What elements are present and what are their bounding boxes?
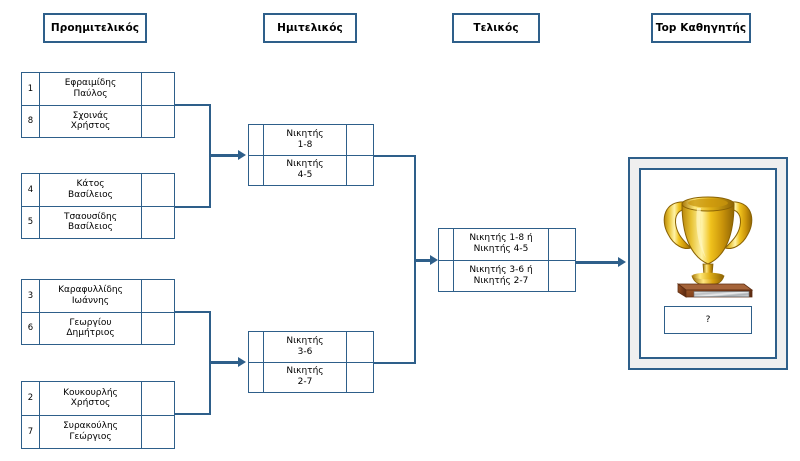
score-cell[interactable]: [142, 416, 174, 449]
champion-name-box[interactable]: ?: [664, 306, 752, 334]
semifinal-match-bottom[interactable]: Νικητής 3-6 Νικητής 2-7: [248, 331, 374, 393]
connector-line-sf-top: [374, 155, 416, 157]
bracket-slot[interactable]: Νικητής 3-6 ή Νικητής 2-7: [439, 260, 575, 292]
bracket-slot[interactable]: 5 Τσαουσίδης Βασίλειος: [22, 206, 174, 239]
player-name: Κάτος Βασίλειος: [40, 174, 142, 206]
bracket-slot[interactable]: 3 Καραφυλλίδης Ιωάννης: [22, 280, 174, 313]
round-header-champion: Top Καθηγητής: [651, 13, 751, 43]
trophy-icon: [652, 176, 764, 302]
quarterfinal-match-1[interactable]: 1 Εφραιμίδης Παύλος 8 Σχοινάς Χρήστος: [21, 72, 175, 138]
connector-line-champion: [576, 261, 623, 264]
champion-panel: ?: [628, 157, 788, 370]
champion-placeholder: ?: [705, 315, 711, 325]
connector-feed-sf-top: [209, 154, 241, 157]
round-header-quarterfinal-label: Προημιτελικός: [50, 22, 140, 34]
arrow-head-sf-top: [238, 150, 246, 160]
player-name: Συρακούλης Γεώργιος: [40, 415, 142, 448]
connector-line-qf3: [175, 311, 211, 313]
player-name: Γεωργίου Δημήτριος: [40, 312, 142, 344]
blank-cell: [249, 155, 264, 185]
blank-cell: [249, 332, 264, 362]
bracket-slot[interactable]: Νικητής 1-8 ή Νικητής 4-5: [439, 229, 575, 261]
bracket-slot[interactable]: Νικητής 2-7: [249, 362, 373, 393]
seed-number: 2: [22, 382, 40, 415]
round-header-final: Τελικός: [452, 13, 540, 43]
bracket-slot[interactable]: 2 Κουκουρλής Χρήστος: [22, 382, 174, 416]
bracket-slot[interactable]: 7 Συρακούλης Γεώργιος: [22, 415, 174, 449]
score-cell[interactable]: [142, 382, 174, 415]
slot-label: Νικητής 1-8 ή Νικητής 4-5: [454, 229, 549, 260]
bracket-slot[interactable]: 1 Εφραιμίδης Παύλος: [22, 73, 174, 106]
connector-line-qf1: [175, 104, 211, 106]
score-cell[interactable]: [549, 261, 575, 292]
seed-number: 5: [22, 206, 40, 238]
connector-line-qf4: [175, 413, 211, 415]
round-header-semifinal-label: Ημιτελικός: [277, 22, 343, 34]
seed-number: 6: [22, 312, 40, 344]
quarterfinal-match-3[interactable]: 3 Καραφυλλίδης Ιωάννης 6 Γεωργίου Δημήτρ…: [21, 279, 175, 345]
final-match[interactable]: Νικητής 1-8 ή Νικητής 4-5 Νικητής 3-6 ή …: [438, 228, 576, 292]
player-name: Καραφυλλίδης Ιωάννης: [40, 280, 142, 312]
round-header-final-label: Τελικός: [473, 22, 519, 34]
slot-label: Νικητής 2-7: [264, 362, 347, 392]
connector-line-qf2: [175, 206, 211, 208]
bracket-slot[interactable]: 4 Κάτος Βασίλειος: [22, 174, 174, 207]
score-cell[interactable]: [142, 73, 174, 105]
seed-number: 4: [22, 174, 40, 206]
bracket-slot[interactable]: 8 Σχοινάς Χρήστος: [22, 105, 174, 138]
quarterfinal-match-2[interactable]: 4 Κάτος Βασίλειος 5 Τσαουσίδης Βασίλειος: [21, 173, 175, 239]
slot-label: Νικητής 1-8: [264, 125, 347, 155]
score-cell[interactable]: [142, 280, 174, 312]
seed-number: 1: [22, 73, 40, 105]
arrow-head-final: [430, 255, 438, 265]
blank-cell: [439, 229, 454, 260]
quarterfinal-match-4[interactable]: 2 Κουκουρλής Χρήστος 7 Συρακούλης Γεώργι…: [21, 381, 175, 449]
connector-feed-final: [414, 259, 434, 262]
seed-number: 8: [22, 105, 40, 137]
arrow-head-champion: [618, 257, 626, 267]
bracket-slot[interactable]: Νικητής 4-5: [249, 155, 373, 186]
blank-cell: [249, 362, 264, 392]
score-cell[interactable]: [142, 174, 174, 206]
score-cell[interactable]: [347, 332, 373, 362]
blank-cell: [439, 260, 454, 291]
bracket-slot[interactable]: 6 Γεωργίου Δημήτριος: [22, 312, 174, 345]
score-cell[interactable]: [347, 363, 373, 393]
bracket-slot[interactable]: Νικητής 1-8: [249, 125, 373, 156]
score-cell[interactable]: [549, 229, 575, 260]
slot-label: Νικητής 3-6: [264, 332, 347, 362]
score-cell[interactable]: [142, 207, 174, 239]
slot-label: Νικητής 4-5: [264, 155, 347, 185]
connector-line-sf-bottom: [374, 362, 416, 364]
score-cell[interactable]: [142, 106, 174, 138]
player-name: Τσαουσίδης Βασίλειος: [40, 206, 142, 238]
connector-feed-sf-bottom: [209, 361, 241, 364]
score-cell[interactable]: [347, 156, 373, 186]
round-header-champion-label: Top Καθηγητής: [655, 22, 747, 34]
blank-cell: [249, 125, 264, 155]
player-name: Εφραιμίδης Παύλος: [40, 73, 142, 105]
round-header-semifinal: Ημιτελικός: [263, 13, 357, 43]
score-cell[interactable]: [142, 313, 174, 345]
player-name: Κουκουρλής Χρήστος: [40, 382, 142, 415]
arrow-head-sf-bottom: [238, 357, 246, 367]
seed-number: 7: [22, 415, 40, 448]
bracket-slot[interactable]: Νικητής 3-6: [249, 332, 373, 363]
champion-panel-inner: ?: [639, 168, 777, 359]
slot-label: Νικητής 3-6 ή Νικητής 2-7: [454, 260, 549, 291]
semifinal-match-top[interactable]: Νικητής 1-8 Νικητής 4-5: [248, 124, 374, 186]
round-header-quarterfinal: Προημιτελικός: [43, 13, 147, 43]
player-name: Σχοινάς Χρήστος: [40, 105, 142, 137]
score-cell[interactable]: [347, 125, 373, 155]
seed-number: 3: [22, 280, 40, 312]
